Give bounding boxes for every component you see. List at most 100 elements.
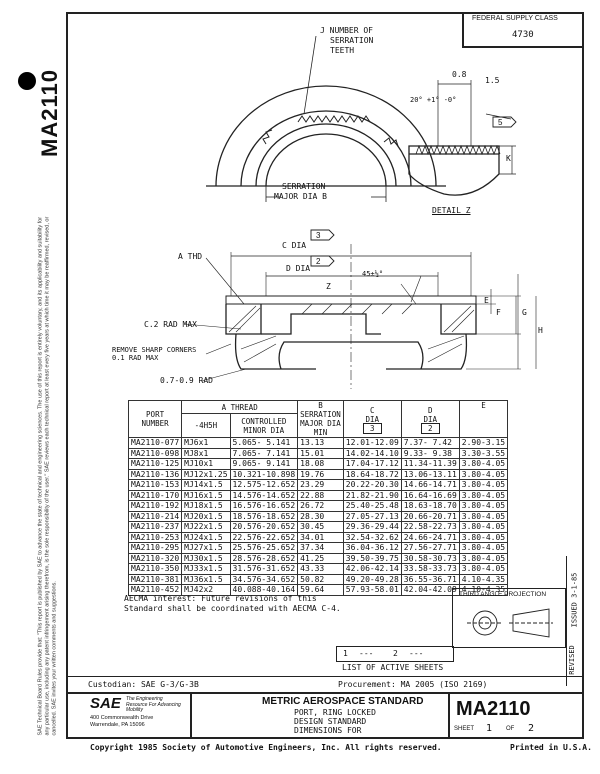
table-cell: 25.40-25.48 [342, 500, 402, 512]
sae-address-1: 400 Commonwealth Drive [90, 715, 154, 721]
table-cell: 27.56-27.71 [400, 542, 460, 554]
table-cell: 14.66-14.71 [400, 479, 460, 491]
table-cell: 9.065- 9.141 [229, 458, 299, 470]
table-cell: 34.576-34.652 [229, 573, 299, 585]
table-cell: MJ27x1.5 [181, 542, 231, 554]
sae-logo-text: SAE [90, 695, 121, 712]
table-cell: 28.30 [297, 510, 344, 522]
table-cell: MJ20x1.5 [181, 510, 231, 522]
table-cell: 36.04-36.12 [342, 542, 402, 554]
table-cell: 43.33 [297, 563, 344, 575]
detail-z-label: DETAIL Z [432, 206, 471, 215]
table-header-row: PORT NUMBER A THREAD B SERRATION MAJOR D… [127, 399, 509, 438]
outer-arc [215, 85, 437, 187]
table-cell: 22.576-22.652 [229, 531, 299, 543]
table-cell: 42.06-42.14 [342, 563, 402, 575]
table-cell: 23.29 [297, 479, 344, 491]
table-cell: 16.576-16.652 [229, 500, 299, 512]
table-cell: 42.04-42.09 [400, 584, 460, 596]
title-block-divider-2 [448, 692, 450, 738]
third-angle-label: THIRD ANGLE PROJECTION [459, 591, 547, 598]
table-cell: 36.55-36.71 [400, 573, 460, 585]
dim-f: F [496, 308, 501, 317]
header-controlled-minor: CONTROLLED MINOR DIA [229, 413, 299, 438]
header-port-number: PORT NUMBER [127, 400, 183, 438]
sae-address-2: Warrendale, PA 15096 [90, 722, 145, 728]
drawing-frame [66, 12, 584, 739]
active-sheet-1: 1 [343, 649, 348, 658]
table-cell: 3.80-4.05 [458, 500, 509, 512]
table-cell: MA2110-170 [127, 489, 183, 501]
custodian-rule [68, 676, 582, 677]
projection-symbol-icon [467, 608, 553, 638]
header-b-1: B [318, 401, 323, 410]
of-label: OF [506, 726, 515, 732]
table-cell: 5.065- 5.141 [229, 437, 299, 449]
z-label: Z [326, 282, 331, 291]
printed-text: Printed in U.S.A. [510, 743, 592, 752]
table-cell: 33.58-33.73 [400, 563, 460, 575]
table-cell: 34.01 [297, 531, 344, 543]
table-cell: MJ14x1.5 [181, 479, 231, 491]
dim-k: K [506, 154, 511, 163]
header-c-2: DIA [365, 414, 380, 424]
d-dia-label: D DIA [286, 264, 311, 273]
table-cell: 30.58-30.73 [400, 552, 460, 564]
table-cell: 27.05-27.13 [342, 510, 402, 522]
table-cell: 37.34 [297, 542, 344, 554]
table-cell: MJ24x1.5 [181, 531, 231, 543]
c-dia-label: C DIA [282, 241, 307, 250]
header-port-line-2: NUMBER [141, 419, 169, 428]
table-cell: MJ6x1 [181, 437, 231, 449]
table-cell: 12.01-12.09 [342, 437, 402, 449]
issued-date: ISSUED 3-1-85 [570, 572, 579, 628]
table-cell: 3.80-4.05 [458, 489, 509, 501]
header-e: E [458, 400, 509, 438]
title-document-number: MA2110 [456, 698, 531, 720]
table-cell: 14.576-14.652 [229, 489, 299, 501]
port-dimensions-table: PORT NUMBER A THREAD B SERRATION MAJOR D… [127, 399, 509, 596]
table-cell: MJ18x1.5 [181, 500, 231, 512]
table-cell: MA2110-320 [127, 552, 183, 564]
table-cell: 20.576-20.652 [229, 521, 299, 533]
active-sheet-2: 2 [393, 649, 398, 658]
standard-type: METRIC AEROSPACE STANDARD [262, 696, 424, 707]
header-c-1: C [370, 405, 375, 415]
header-d-flag: 2 [421, 422, 440, 434]
table-cell: 3.80-4.05 [458, 510, 509, 522]
table-cell: 24.66-24.71 [400, 531, 460, 543]
header-thread: A THREAD [181, 399, 299, 415]
table-cell: 50.82 [297, 573, 344, 585]
table-cell: 3.80-4.05 [458, 552, 509, 564]
federal-supply-class-label: FEDERAL SUPPLY CLASS [472, 15, 558, 22]
federal-supply-class-value: 4730 [512, 30, 534, 40]
table-cell: 18.576-18.652 [229, 510, 299, 522]
table-cell: 3.80-4.05 [458, 563, 509, 575]
table-cell: MJ16x1.5 [181, 489, 231, 501]
table-cell: MJ12x1.25 [181, 468, 231, 480]
header-d: D DIA 2 [400, 400, 460, 438]
table-cell: 29.36-29.44 [342, 521, 402, 533]
header-controlled-1: CONTROLLED [241, 416, 287, 426]
header-c-flag: 3 [363, 422, 382, 434]
table-cell: 3.80-4.05 [458, 479, 509, 491]
table-cell: MA2110-253 [127, 531, 183, 543]
table-cell: 57.93-58.01 [342, 584, 402, 596]
table-cell: 3.80-4.05 [458, 521, 509, 533]
rad-range-label: 0.7-0.9 RAD [160, 376, 213, 385]
table-cell: 3.80-4.05 [458, 542, 509, 554]
binder-hole [18, 72, 36, 90]
table-cell: 18.08 [297, 458, 344, 470]
sheet-total: 2 [528, 723, 535, 734]
